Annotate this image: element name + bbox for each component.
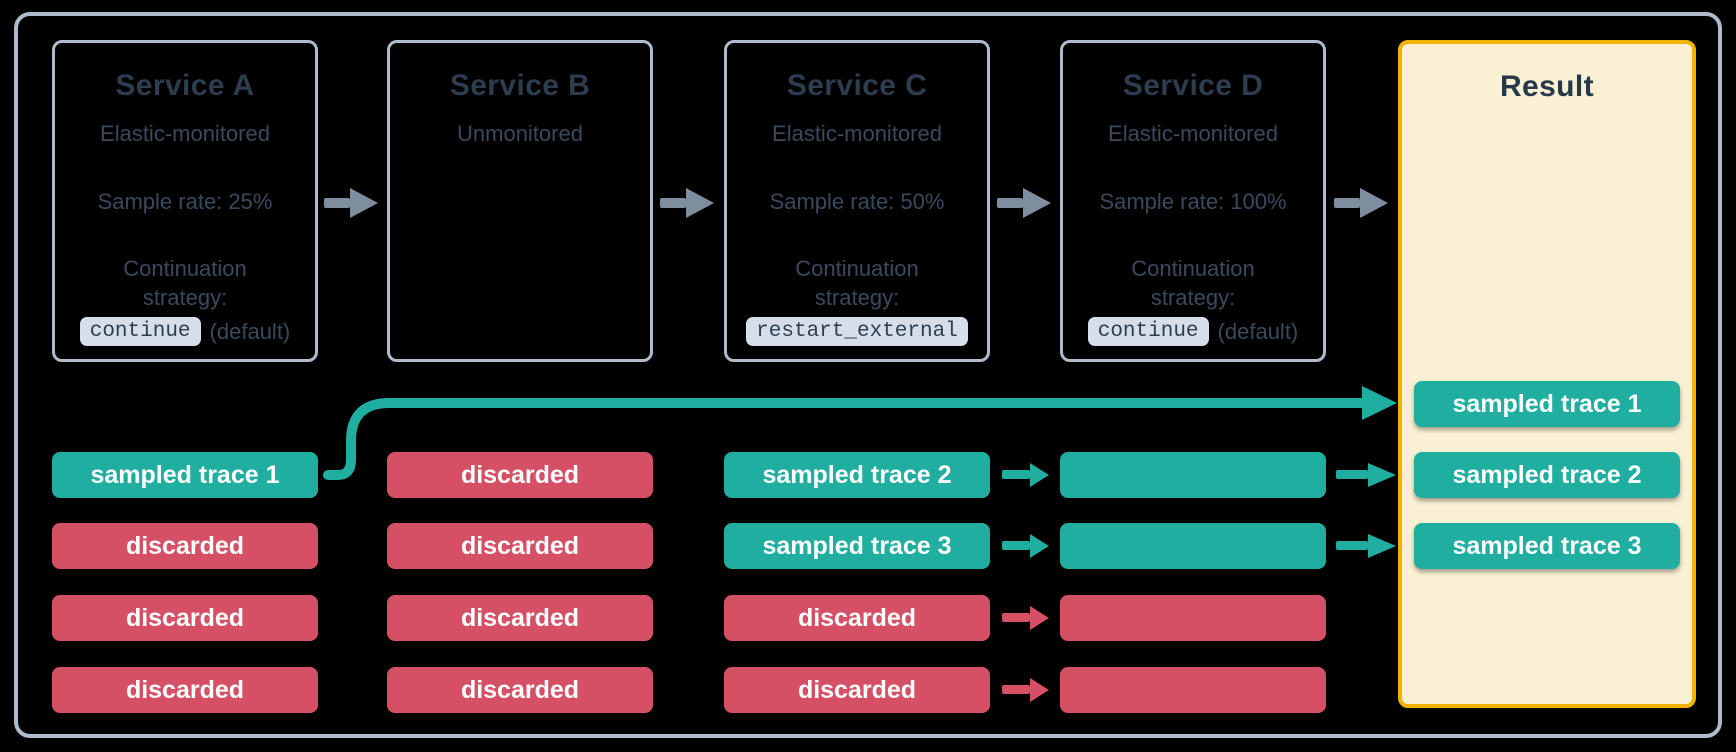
service-monitoring-label: Elastic-monitored: [100, 121, 270, 146]
strategy-row: continue (default): [79, 317, 291, 347]
service-title: Service B: [449, 69, 591, 102]
diagram-frame: [14, 12, 1722, 738]
service-monitoring-label: Elastic-monitored: [772, 121, 942, 146]
trace-chip: discarded: [52, 523, 318, 569]
service-box-c: Service C Elastic-monitored Sample rate:…: [724, 40, 990, 362]
service-box-d: Service D Elastic-monitored Sample rate:…: [1060, 40, 1326, 362]
trace-chip: discarded: [387, 595, 653, 641]
service-box-b: Service B Unmonitored: [387, 40, 653, 362]
result-title: Result: [1499, 70, 1595, 103]
strategy-row: restart_external: [746, 317, 968, 347]
trace-chip: discarded: [52, 667, 318, 713]
continuation-strategy-label: Continuation strategy:: [1131, 256, 1255, 310]
trace-chip: discarded: [387, 667, 653, 713]
service-title: Service A: [115, 69, 255, 102]
trace-chip: discarded: [387, 452, 653, 498]
service-box-a: Service A Elastic-monitored Sample rate:…: [52, 40, 318, 362]
service-sample-rate: Sample rate: 100%: [1099, 189, 1287, 214]
trace-chip: sampled trace 3: [724, 523, 990, 569]
trace-chip: sampled trace 2: [724, 452, 990, 498]
trace-chip: sampled trace 2: [1414, 452, 1680, 498]
continuation-strategy-label: Continuation strategy:: [123, 256, 247, 310]
strategy-code-chip: continue: [79, 317, 201, 347]
trace-chip: [1060, 595, 1326, 641]
service-title: Service C: [786, 69, 928, 102]
trace-chip: discarded: [724, 667, 990, 713]
strategy-default-suffix: (default): [209, 318, 291, 344]
trace-chip: sampled trace 1: [52, 452, 318, 498]
trace-chip: [1060, 523, 1326, 569]
strategy-code-chip: restart_external: [746, 317, 968, 347]
trace-chip: discarded: [724, 595, 990, 641]
trace-chip: [1060, 452, 1326, 498]
trace-chip: discarded: [387, 523, 653, 569]
trace-chip: discarded: [52, 595, 318, 641]
strategy-row: continue (default): [1087, 317, 1299, 347]
trace-chip: sampled trace 1: [1414, 381, 1680, 427]
service-sample-rate: Sample rate: 50%: [769, 189, 945, 214]
service-title: Service D: [1122, 69, 1264, 102]
strategy-code-chip: continue: [1087, 317, 1209, 347]
trace-chip: [1060, 667, 1326, 713]
trace-chip: sampled trace 3: [1414, 523, 1680, 569]
continuation-strategy-label: Continuation strategy:: [795, 256, 919, 310]
service-monitoring-label: Unmonitored: [457, 121, 583, 146]
service-sample-rate: Sample rate: 25%: [97, 189, 273, 214]
result-box: Result: [1398, 40, 1696, 708]
strategy-default-suffix: (default): [1217, 318, 1299, 344]
service-monitoring-label: Elastic-monitored: [1108, 121, 1278, 146]
